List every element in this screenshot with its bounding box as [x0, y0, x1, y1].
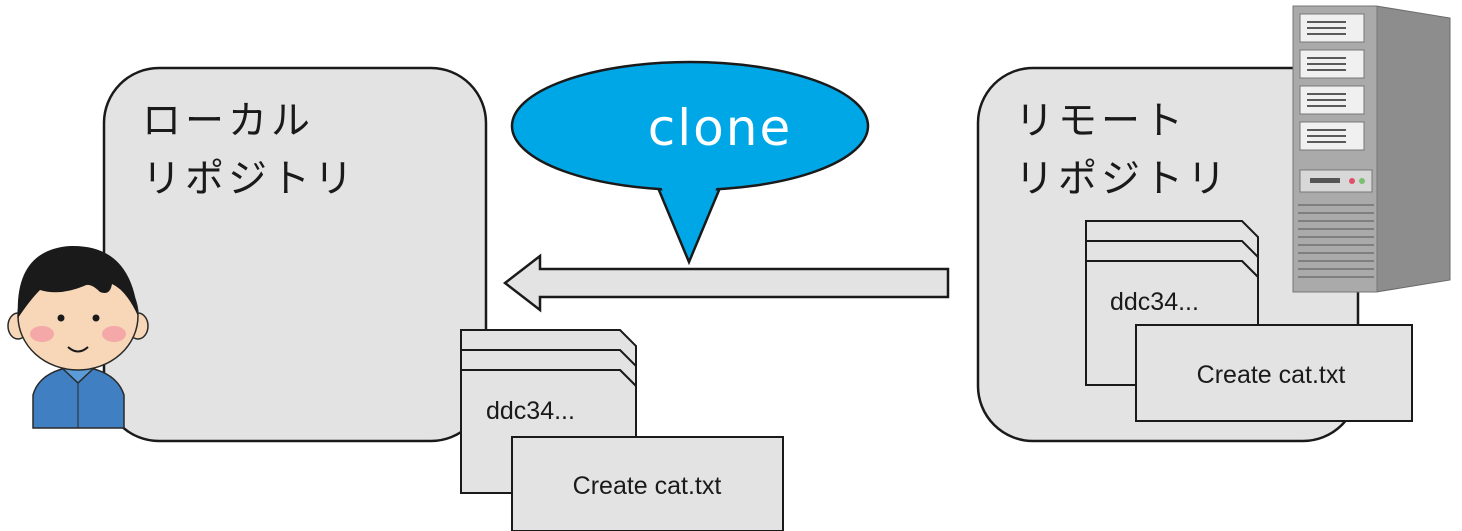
local-repository-label-line1: ローカル — [142, 99, 314, 144]
local-commit-message-card: Create cat.txt — [511, 436, 784, 531]
local-commit-message: Create cat.txt — [573, 472, 722, 500]
remote-commit-message-card: Create cat.txt — [1135, 324, 1413, 422]
remote-repository-label-line2: リポジトリ — [1015, 157, 1230, 202]
remote-commit-stack: ddc34... Create cat.txt — [1085, 220, 1413, 422]
person-icon — [7, 245, 149, 429]
remote-commit-hash: ddc34... — [1110, 288, 1199, 316]
remote-repository-label-line1: リモート — [1015, 99, 1187, 144]
clone-label: clone — [648, 99, 792, 157]
local-repository-label-line2: リポジトリ — [142, 157, 357, 202]
local-commit-stack: ddc34... Create cat.txt — [460, 329, 784, 531]
server-icon — [1292, 5, 1451, 293]
local-commit-hash: ddc34... — [486, 397, 575, 425]
clone-speech-bubble: clone — [510, 60, 870, 266]
local-repository: ローカル リポジトリ — [102, 66, 488, 443]
clone-arrow — [502, 253, 950, 313]
remote-commit-message: Create cat.txt — [1197, 361, 1346, 389]
